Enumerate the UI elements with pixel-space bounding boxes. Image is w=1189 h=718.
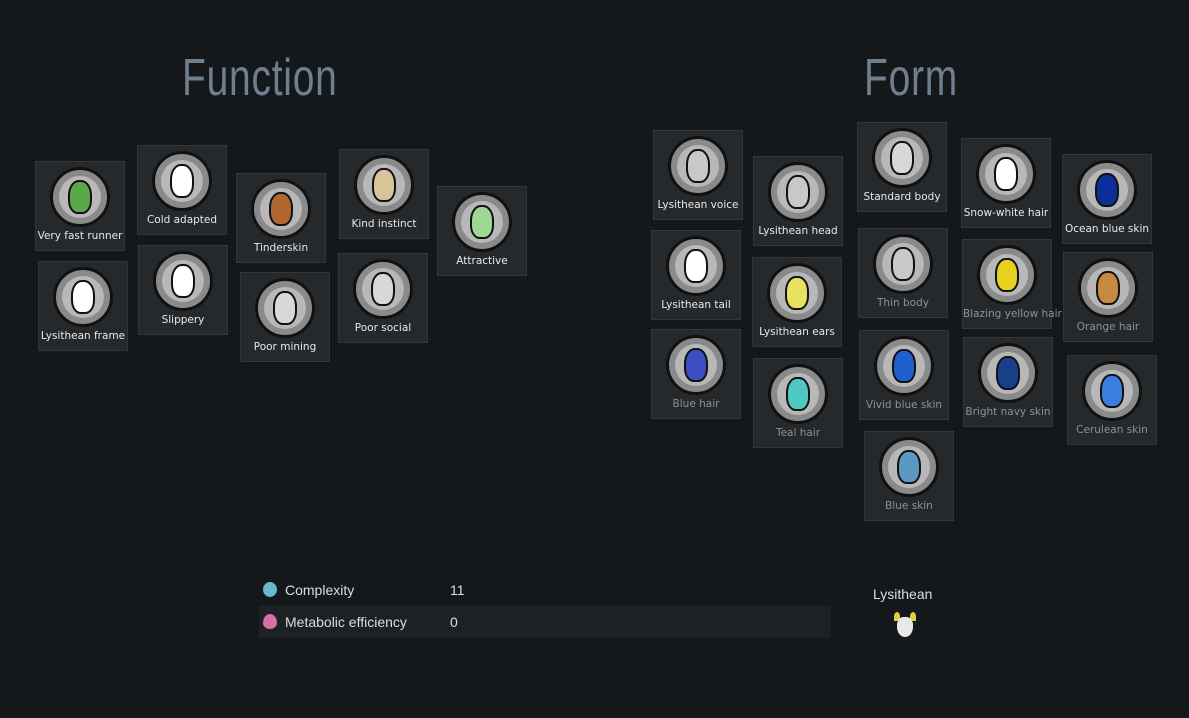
gene-card-lysithean-voice[interactable]: Lysithean voice [653, 130, 743, 220]
gene-icon [873, 234, 933, 294]
stat-label: Complexity [285, 582, 355, 598]
gene-label: Tinderskin [253, 242, 309, 254]
gene-card-poor-mining[interactable]: Poor mining [240, 272, 330, 362]
gene-card-blazing-yellow-hair[interactable]: Blazing yellow hair [962, 239, 1062, 329]
gene-icon [768, 162, 828, 222]
gene-icon [767, 263, 827, 323]
gene-label: Teal hair [775, 427, 821, 439]
gene-label: Poor mining [253, 341, 317, 353]
gene-card-lysithean-frame[interactable]: Lysithean frame [38, 261, 128, 351]
gene-icon [152, 151, 212, 211]
gene-label: Lysithean tail [661, 299, 731, 311]
stat-value: 11 [450, 582, 465, 598]
gene-label: Attractive [456, 255, 508, 267]
gene-icon [251, 179, 311, 239]
gene-icon [53, 267, 113, 327]
gene-card-cerulean-skin[interactable]: Cerulean skin [1067, 355, 1157, 445]
gene-card-orange-hair[interactable]: Orange hair [1063, 252, 1153, 342]
gene-card-ocean-blue-skin[interactable]: Ocean blue skin [1062, 154, 1152, 244]
gene-label: Very fast runner [37, 230, 123, 242]
gene-card-teal-hair[interactable]: Teal hair [753, 358, 843, 448]
gene-card-vivid-blue-skin[interactable]: Vivid blue skin [859, 330, 949, 420]
xenotype-name: Lysithean [873, 586, 933, 602]
metabolism-icon [263, 614, 277, 629]
gene-label: Blue skin [885, 500, 933, 512]
gene-icon [1077, 160, 1137, 220]
gene-icon [668, 136, 728, 196]
gene-label: Lysithean head [758, 225, 838, 237]
gene-label: Ocean blue skin [1064, 223, 1150, 235]
gene-label: Lysithean frame [40, 330, 126, 342]
gene-card-lysithean-tail[interactable]: Lysithean tail [651, 230, 741, 320]
gene-icon [50, 167, 110, 227]
gene-icon [977, 245, 1037, 305]
gene-card-very-fast-runner[interactable]: Very fast runner [35, 161, 125, 251]
gene-icon [768, 364, 828, 424]
form-heading: Form [864, 49, 958, 107]
complexity-stat: Complexity 11 [259, 574, 831, 606]
gene-card-tinderskin[interactable]: Tinderskin [236, 173, 326, 263]
gene-icon [353, 259, 413, 319]
gene-icon [153, 251, 213, 311]
gene-card-slippery[interactable]: Slippery [138, 245, 228, 335]
gene-label: Lysithean voice [657, 199, 739, 211]
metabolic-efficiency-stat: Metabolic efficiency 0 [259, 606, 831, 638]
complexity-icon [263, 582, 277, 597]
gene-card-thin-body[interactable]: Thin body [858, 228, 948, 318]
gene-icon [452, 192, 512, 252]
gene-label: Cold adapted [146, 214, 218, 226]
gene-icon [976, 144, 1036, 204]
gene-label: Blue hair [672, 398, 720, 410]
gene-icon [872, 128, 932, 188]
gene-card-standard-body[interactable]: Standard body [857, 122, 947, 212]
gene-label: Standard body [863, 191, 941, 203]
gene-card-lysithean-head[interactable]: Lysithean head [753, 156, 843, 246]
gene-label: Lysithean ears [759, 326, 835, 338]
gene-card-attractive[interactable]: Attractive [437, 186, 527, 276]
gene-label: Snow-white hair [963, 207, 1049, 219]
gene-card-kind-instinct[interactable]: Kind instinct [339, 149, 429, 239]
gene-label: Slippery [161, 314, 205, 326]
gene-label: Vivid blue skin [865, 399, 943, 411]
gene-label: Bright navy skin [965, 406, 1051, 418]
gene-icon [1078, 258, 1138, 318]
gene-label: Thin body [877, 297, 929, 309]
gene-card-snow-white-hair[interactable]: Snow-white hair [961, 138, 1051, 228]
stat-value: 0 [450, 614, 458, 630]
gene-icon [874, 336, 934, 396]
gene-label: Cerulean skin [1076, 424, 1148, 436]
gene-icon [978, 343, 1038, 403]
gene-card-blue-hair[interactable]: Blue hair [651, 329, 741, 419]
gene-icon [666, 236, 726, 296]
gene-label: Kind instinct [351, 218, 417, 230]
function-heading: Function [182, 49, 338, 107]
gene-icon [1082, 361, 1142, 421]
gene-icon [255, 278, 315, 338]
gene-label: Poor social [354, 322, 412, 334]
gene-icon [354, 155, 414, 215]
gene-card-blue-skin[interactable]: Blue skin [864, 431, 954, 521]
gene-icon [666, 335, 726, 395]
stat-label: Metabolic efficiency [285, 614, 407, 630]
gene-label: Orange hair [1076, 321, 1140, 333]
gene-card-poor-social[interactable]: Poor social [338, 253, 428, 343]
gene-card-bright-navy-skin[interactable]: Bright navy skin [963, 337, 1053, 427]
gene-label: Blazing yellow hair [963, 308, 1062, 320]
gene-card-cold-adapted[interactable]: Cold adapted [137, 145, 227, 235]
gene-card-lysithean-ears[interactable]: Lysithean ears [752, 257, 842, 347]
gene-icon [879, 437, 939, 497]
xenotype-icon[interactable] [894, 612, 916, 638]
